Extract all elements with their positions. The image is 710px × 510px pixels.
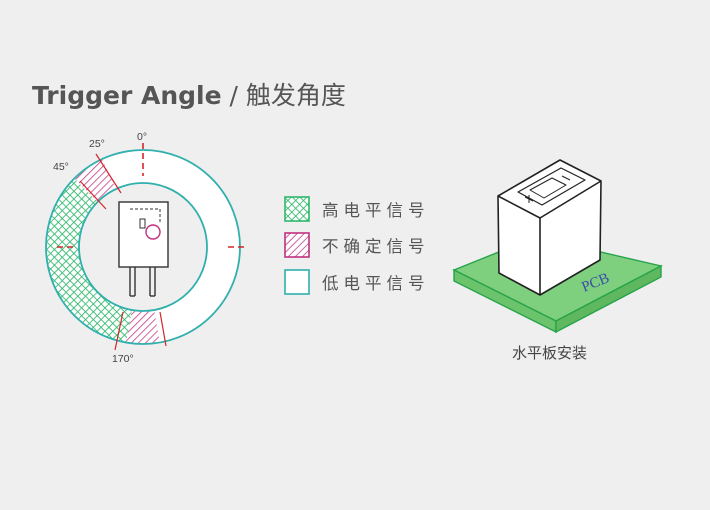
- teal-outline-icon: [284, 268, 310, 295]
- mounting-caption: 水平板安装: [512, 344, 588, 362]
- sensor-spot: [145, 224, 161, 240]
- sector-uncertain-signal-bottom: [126, 310, 160, 344]
- angle-lines: [79, 153, 167, 351]
- title-chinese: 触发角度: [245, 81, 346, 110]
- legend-item-low: 低电平信号: [284, 268, 430, 295]
- angle-label-25: 25°: [89, 138, 105, 150]
- legend-item-high: 高电平信号: [284, 195, 430, 222]
- magenta-hatch-icon: [284, 232, 310, 258]
- title-separator: /: [229, 81, 238, 110]
- legend-label-high: 高电平信号: [322, 200, 430, 220]
- legend-label-uncertain: 不确定信号: [322, 237, 430, 256]
- legend: 高电平信号 不确定信号 低电平信号: [284, 195, 430, 305]
- title-english: Trigger Angle: [32, 81, 222, 110]
- legend-label-low: 低电平信号: [322, 273, 430, 293]
- page-title: Trigger Angle / 触发角度: [32, 76, 346, 112]
- angle-label-0: 0°: [137, 131, 147, 143]
- green-crosshatch-icon: [284, 195, 310, 222]
- angle-label-45: 45°: [53, 161, 69, 173]
- legend-item-uncertain: 不确定信号: [284, 232, 430, 259]
- axis-markers: [57, 143, 246, 248]
- ring-inner: [78, 182, 208, 312]
- angle-label-170: 170°: [112, 353, 134, 365]
- sensor-3d: [497, 159, 602, 296]
- sensor-component: [118, 201, 169, 297]
- sector-high-signal-bottom: [74, 292, 132, 343]
